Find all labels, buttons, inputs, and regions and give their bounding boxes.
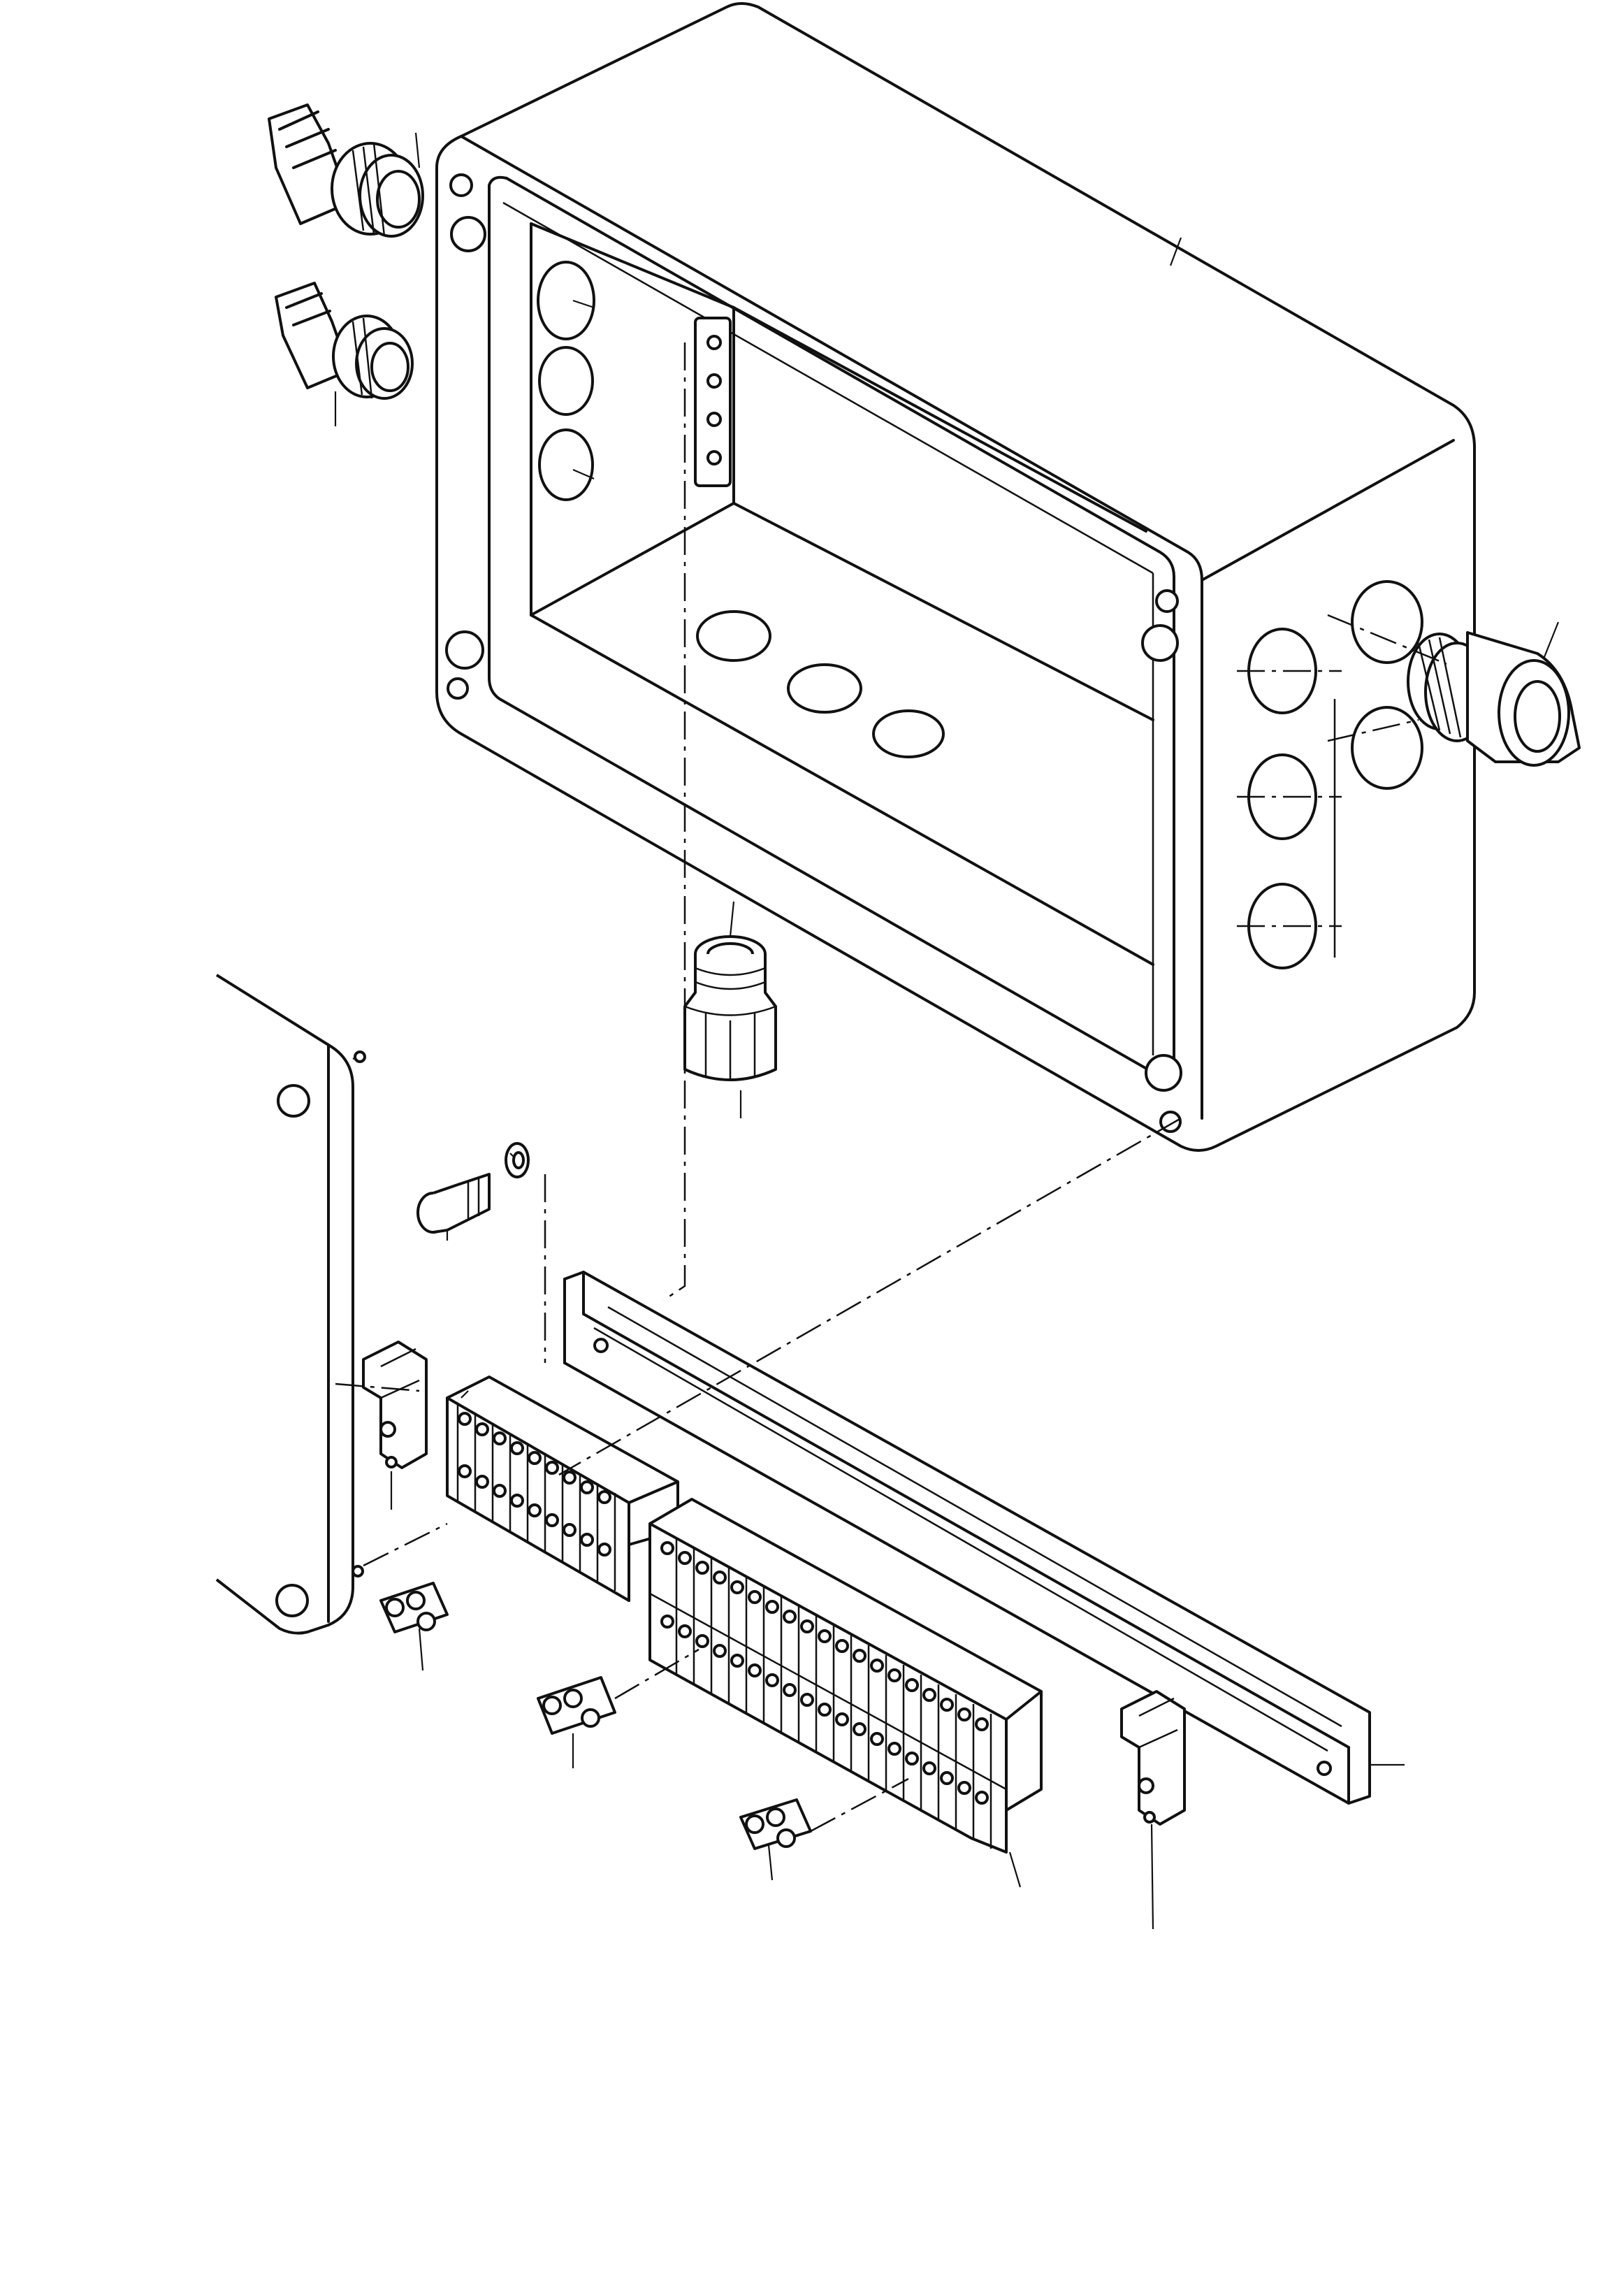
cable-gland-right [1407,631,1581,767]
cable-gland-bottom [683,935,777,1081]
end-bracket-right [1120,1690,1186,1826]
terminal-screws-right-top [660,1541,989,1731]
jumper-bar-3 [739,1798,812,1850]
din-rail [563,1271,1371,1805]
assembly-centre-lines [335,342,1447,1833]
end-bracket-left [362,1341,428,1469]
washer [505,1142,530,1178]
terminal-screws-left-bottom [458,1464,611,1557]
callout-leaders [334,132,1560,1930]
terminal-screws-right-bottom [660,1615,989,1805]
terminal-block-right [648,1498,1043,1854]
enclosure-lid [215,974,366,1635]
terminal-screws-left-top [458,1412,611,1504]
jumper-bar-1 [379,1582,449,1633]
mounting-screw [416,1173,491,1234]
cable-gland-top-left [268,103,424,238]
jumper-bar-2 [537,1676,616,1735]
terminal-block-left [446,1376,679,1602]
cable-gland-mid-left [275,282,414,400]
enclosure-box [435,2,1476,1152]
